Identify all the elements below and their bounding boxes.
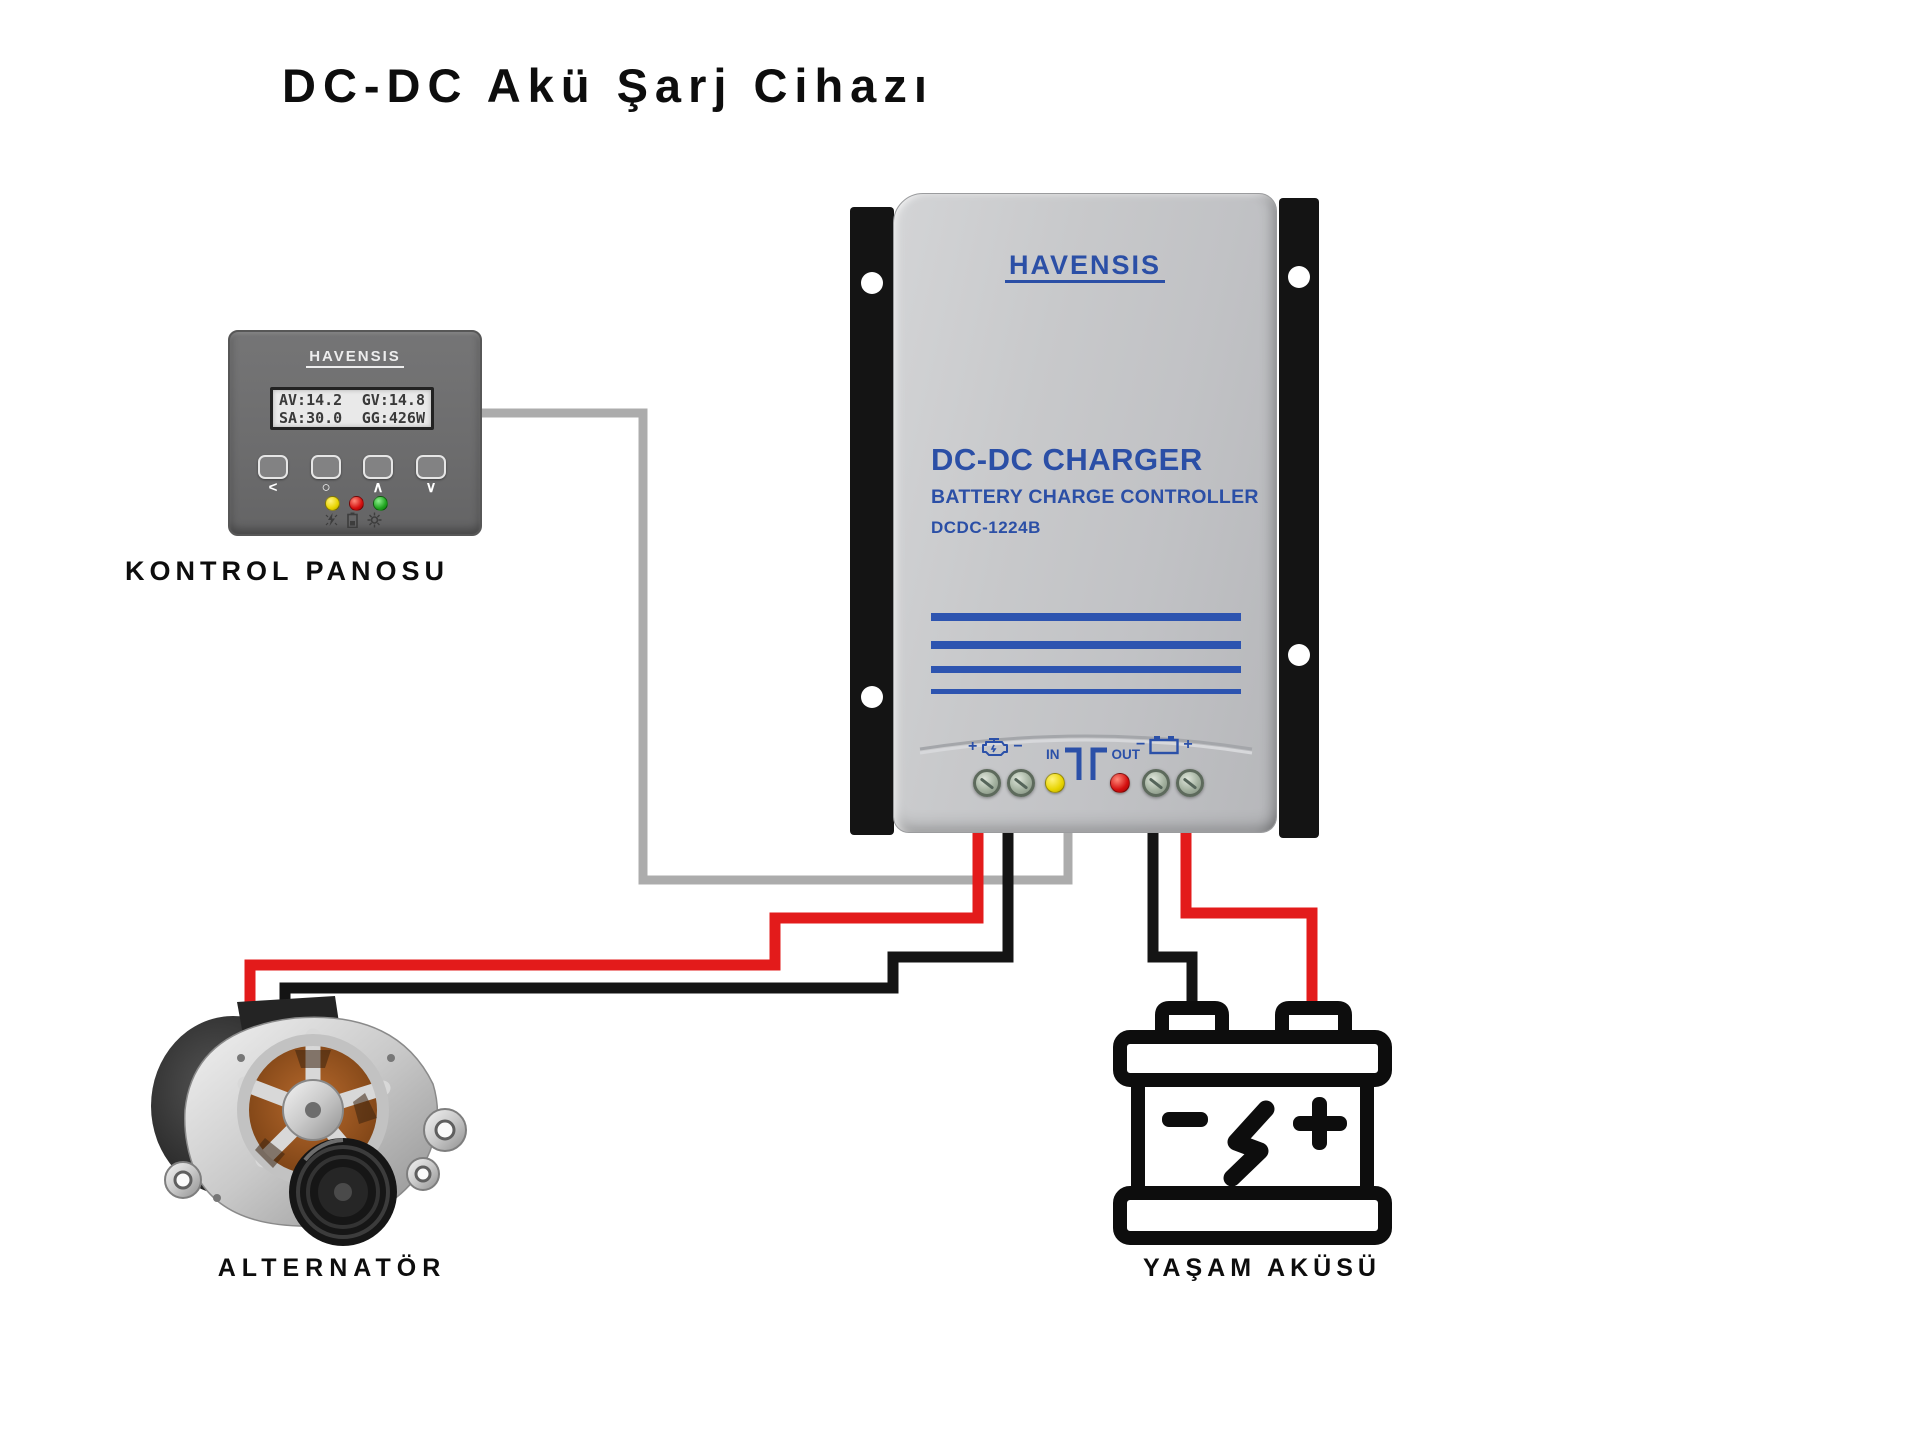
panel-button-up: ∧ (363, 455, 393, 496)
out-label: OUT (1111, 747, 1141, 762)
charger-name: DC-DC CHARGER (931, 442, 1203, 477)
decor-stripe (931, 666, 1241, 673)
life-battery-icon (1113, 1001, 1392, 1245)
down-button (416, 455, 446, 479)
red-led (349, 496, 364, 511)
lcd-sa-value: SA:30.0 (279, 409, 343, 427)
bracket-hole (1288, 644, 1310, 666)
out-led (1110, 773, 1130, 793)
left-arrow-glyph: < (268, 479, 278, 496)
lcd-gg-value: GG:426W (361, 409, 425, 427)
in-out-label: IN OUT (1046, 744, 1140, 786)
mounting-bracket-left (850, 207, 894, 835)
screw-terminal-bat-plus (1176, 769, 1204, 797)
up-button (363, 455, 393, 479)
sun-icon (367, 512, 382, 528)
battery-label: YAŞAM AKÜSÜ (1143, 1254, 1381, 1282)
in-out-icon (1064, 747, 1107, 780)
panel-brand-logo: HAVENSIS (230, 348, 480, 368)
lightning-bolt (1223, 1100, 1275, 1187)
dcdc-charger-unit: HAVENSIS DC-DC CHARGER BATTERY CHARGE CO… (893, 193, 1277, 833)
lcd-display: AV:14.2 GV:14.8 SA:30.0 GG:426W (270, 387, 434, 430)
left-button (258, 455, 288, 479)
wire-black-battery (1147, 826, 1198, 1018)
alternator-terminal-label: + − (968, 736, 1023, 758)
mounting-bracket-right (1279, 198, 1319, 838)
bracket-hole (861, 272, 883, 294)
control-panel: HAVENSIS AV:14.2 GV:14.8 SA:30.0 GG:426W… (228, 330, 482, 536)
lcd-gv-value: GV:14.8 (361, 391, 425, 409)
panel-button-down: ∨ (416, 455, 446, 496)
lcd-av-value: AV:14.2 (279, 391, 343, 409)
panel-button-select: ○ (311, 455, 341, 496)
panel-led-icons (325, 512, 382, 528)
alternator-label: ALTERNATÖR (217, 1254, 447, 1282)
minus-symbol (1162, 1112, 1208, 1127)
panel-button-left: < (258, 455, 288, 496)
wire-black-alternator (279, 826, 1014, 1018)
control-panel-label: KONTROL PANOSU (125, 556, 450, 586)
charger-brand-logo: HAVENSIS (894, 250, 1276, 283)
battery-level-icon (347, 512, 358, 528)
select-circle-glyph: ○ (321, 479, 331, 496)
charge-icon (325, 513, 338, 526)
bracket-hole (1288, 266, 1310, 288)
mold-seam (919, 734, 1253, 755)
green-led (373, 496, 388, 511)
diagram-title: DC-DC Akü Şarj Cihazı (282, 59, 934, 112)
screw-terminal-bat-minus (1142, 769, 1170, 797)
bracket-hole (861, 686, 883, 708)
decor-stripe (931, 641, 1241, 649)
panel-status-leds (325, 496, 388, 511)
battery-terminal-label: − + (1136, 734, 1193, 756)
charger-subtitle: BATTERY CHARGE CONTROLLER (931, 486, 1259, 508)
down-arrow-glyph: ∨ (425, 479, 437, 496)
battery-icon (1149, 736, 1180, 755)
in-label: IN (1046, 747, 1060, 762)
wire-red-battery (1180, 826, 1318, 1018)
plus-symbol (1312, 1097, 1327, 1150)
decor-stripe (931, 689, 1241, 694)
screw-terminal-alt-plus (973, 769, 1001, 797)
charger-model: DCDC-1224B (931, 518, 1041, 537)
yellow-led (325, 496, 340, 511)
screw-terminal-alt-minus (1007, 769, 1035, 797)
wire-red-alternator (244, 826, 984, 1015)
in-led (1045, 773, 1065, 793)
alternator-illustration (151, 996, 467, 1246)
select-button (311, 455, 341, 479)
decor-stripe (931, 613, 1241, 621)
engine-icon (982, 738, 1009, 756)
wire-gray-control-cable (473, 408, 1073, 885)
up-arrow-glyph: ∧ (372, 479, 384, 496)
